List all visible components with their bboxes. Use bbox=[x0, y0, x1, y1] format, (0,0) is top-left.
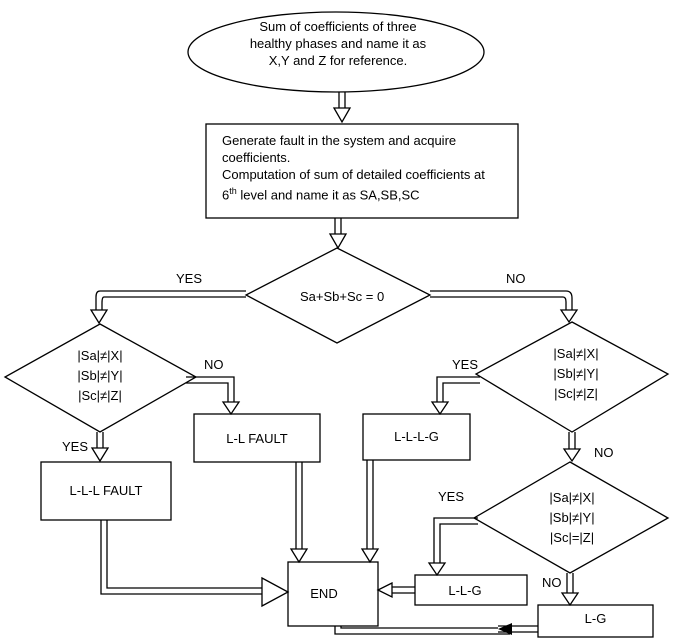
process-level-number: 6 bbox=[222, 187, 230, 203]
decision-right2-yes-label: YES bbox=[438, 489, 465, 504]
ll-fault-box bbox=[193, 413, 321, 463]
decision-left-diamond bbox=[3, 323, 198, 433]
process-text: Generate fault in the system and acquire… bbox=[222, 132, 514, 203]
decision-right1-line-1: |Sa|≠|X| bbox=[553, 346, 599, 361]
lll-fault-box bbox=[40, 461, 172, 521]
llg-label: L-L-G bbox=[448, 583, 482, 598]
decision-right2-line-2: |Sb|≠|Y| bbox=[549, 510, 595, 525]
process-level-rest: level and name it as SA,SB,SC bbox=[236, 187, 420, 203]
lllg-box bbox=[362, 413, 471, 461]
start-line-2: healthy phases and name it as bbox=[249, 36, 427, 51]
decision-main-diamond bbox=[244, 247, 432, 344]
decision-left-no-label: NO bbox=[204, 357, 224, 372]
start-ellipse bbox=[187, 11, 485, 93]
start-line-1: Sum of coefficients of three bbox=[259, 19, 417, 34]
decision-right1-line-2: |Sb|≠|Y| bbox=[553, 366, 599, 381]
decision-right1-text: |Sa|≠|X| |Sb|≠|Y| |Sc|≠|Z| bbox=[524, 344, 628, 404]
connectors bbox=[89, 92, 582, 635]
end-box bbox=[287, 561, 379, 627]
process-line-3: Computation of sum of detailed coefficie… bbox=[222, 167, 485, 182]
decision-left-text: |Sa|≠|X| |Sb|≠|Y| |Sc|≠|Z| bbox=[48, 346, 152, 406]
decision-right2-no-label: NO bbox=[542, 575, 562, 590]
process-box bbox=[205, 123, 519, 219]
decision-right1-line-3: |Sc|≠|Z| bbox=[554, 386, 598, 401]
decision-right2-line-1: |Sa|≠|X| bbox=[549, 490, 595, 505]
decision-right1-yes-label: YES bbox=[452, 357, 479, 372]
lg-return-arrowhead bbox=[498, 623, 512, 635]
lll-fault-label: L-L-L FAULT bbox=[69, 483, 143, 498]
decision-left-yes-label: YES bbox=[62, 439, 89, 454]
decision-left-line-3: |Sc|≠|Z| bbox=[78, 388, 122, 403]
decision-right2-diamond bbox=[472, 461, 670, 574]
start-line-3: X,Y and Z for reference. bbox=[268, 53, 408, 68]
process-line-1: Generate fault in the system and acquire bbox=[222, 133, 457, 148]
start-text: Sum of coefficients of three healthy pha… bbox=[206, 18, 470, 69]
decision-main-yes-label: YES bbox=[176, 271, 203, 286]
decision-right1-no-label: NO bbox=[594, 445, 614, 460]
decision-right1-diamond bbox=[474, 321, 670, 433]
decision-main-text: Sa+Sb+Sc = 0 bbox=[300, 289, 385, 304]
lg-label: L-G bbox=[584, 611, 607, 626]
lllg-label: L-L-L-G bbox=[394, 429, 439, 444]
process-level-suffix: th bbox=[229, 186, 237, 196]
decision-main-no-label: NO bbox=[506, 271, 526, 286]
lg-box bbox=[537, 604, 654, 638]
decision-left-line-1: |Sa|≠|X| bbox=[77, 348, 123, 363]
end-label: END bbox=[310, 586, 338, 601]
process-line-2: coefficients. bbox=[222, 150, 291, 165]
decision-right2-line-3: |Sc|=|Z| bbox=[549, 530, 595, 545]
decision-right2-text: |Sa|≠|X| |Sb|≠|Y| |Sc|=|Z| bbox=[520, 488, 624, 548]
llg-box bbox=[414, 574, 528, 606]
decision-left-line-2: |Sb|≠|Y| bbox=[77, 368, 123, 383]
process-line-4: 6th level and name it as SA,SB,SC bbox=[222, 183, 514, 203]
ll-fault-label: L-L FAULT bbox=[226, 431, 288, 446]
